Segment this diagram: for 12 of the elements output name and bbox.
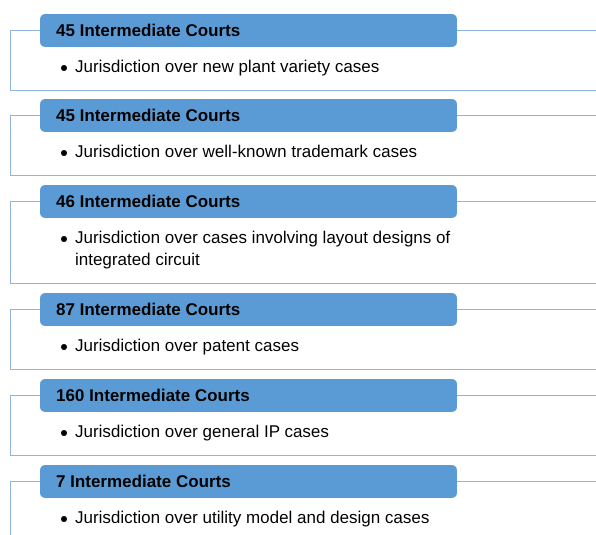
- header-bar: 45 Intermediate Courts: [40, 14, 457, 47]
- header-bar: 7 Intermediate Courts: [40, 465, 457, 498]
- header-bar: 46 Intermediate Courts: [40, 185, 457, 218]
- bullet-text: Jurisdiction over general IP cases: [75, 421, 330, 443]
- bullet-text: Jurisdiction over patent cases: [75, 335, 300, 357]
- bullet-text: Jurisdiction over new plant variety cases: [75, 56, 380, 78]
- header-bar: 45 Intermediate Courts: [40, 99, 457, 132]
- bullet-text: Jurisdiction over utility model and design cases: [75, 507, 430, 529]
- header-bar: 87 Intermediate Courts: [40, 293, 457, 326]
- bullet-text: Jurisdiction over cases involving layout designs of integrated circuit: [75, 227, 452, 271]
- header-bar: 160 Intermediate Courts: [40, 379, 457, 412]
- bullet-text: Jurisdiction over well-known trademark cases: [75, 141, 418, 163]
